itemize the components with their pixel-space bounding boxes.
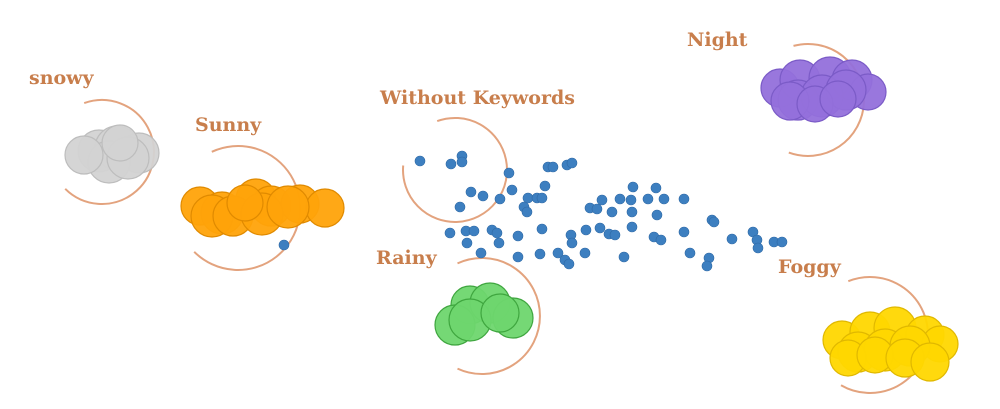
scatter-point <box>651 209 663 221</box>
cluster-circle <box>266 185 310 229</box>
scatter-point <box>708 216 720 228</box>
scatter-point <box>414 155 426 167</box>
scatter-point <box>465 186 477 198</box>
scatter-point <box>596 194 608 206</box>
label-sunny: Sunny <box>195 114 262 136</box>
scatter-point <box>506 184 518 196</box>
cluster-snowy-circles <box>64 124 160 184</box>
arc-rainy <box>457 257 541 375</box>
scatter-point <box>563 258 575 270</box>
scatter-point <box>547 161 559 173</box>
cluster-circle <box>819 80 857 118</box>
scatter-point <box>491 227 503 239</box>
scatter-point <box>445 158 457 170</box>
scatter-point <box>625 194 637 206</box>
scatter-point <box>726 233 738 245</box>
cluster-sunny-circles <box>180 178 345 238</box>
scatter-point <box>566 237 578 249</box>
scatter-point <box>579 247 591 259</box>
scatter-point <box>678 193 690 205</box>
scatter-point <box>494 193 506 205</box>
scatter-point <box>594 222 606 234</box>
scatter-point <box>642 193 654 205</box>
scatter-point <box>534 248 546 260</box>
label-rainy: Rainy <box>376 247 437 269</box>
scatter-point <box>512 251 524 263</box>
scatter-point <box>684 247 696 259</box>
scatter-point <box>678 226 690 238</box>
scatter-point <box>521 206 533 218</box>
scatter-point <box>701 260 713 272</box>
cluster-circle <box>305 188 345 228</box>
scatter-point <box>609 229 621 241</box>
cluster-night-circles <box>760 56 887 123</box>
scatter-point <box>626 221 638 233</box>
scatter-point <box>580 224 592 236</box>
scatter-point <box>752 242 764 254</box>
scatter-point <box>591 203 603 215</box>
cluster-circle <box>64 135 104 175</box>
scatter-point <box>456 156 468 168</box>
scatter-point <box>468 225 480 237</box>
label-night: Night <box>687 29 748 51</box>
scatter-point <box>627 181 639 193</box>
scatter-point <box>539 180 551 192</box>
cluster-rainy-circles <box>434 282 534 346</box>
scatter-points-without-keywords <box>278 150 788 272</box>
scatter-point <box>650 182 662 194</box>
scatter-point <box>614 193 626 205</box>
cluster-circle <box>101 124 139 162</box>
cluster-circle <box>480 293 520 333</box>
scatter-point <box>536 192 548 204</box>
cluster-foggy-circles <box>822 306 959 382</box>
scatter-point <box>626 206 638 218</box>
scatter-point <box>512 230 524 242</box>
scatter-point <box>444 227 456 239</box>
cluster-circle <box>226 184 264 222</box>
scatter-point <box>503 167 515 179</box>
scatter-point <box>493 237 505 249</box>
scatter-point <box>475 247 487 259</box>
label-without-keywords: Without Keywords <box>380 87 575 109</box>
scatter-point <box>552 247 564 259</box>
scatter-point <box>606 206 618 218</box>
scatter-point <box>655 234 667 246</box>
label-foggy: Foggy <box>778 256 841 278</box>
label-snowy: snowy <box>29 67 94 89</box>
scatter-point <box>536 223 548 235</box>
scatter-point <box>461 237 473 249</box>
scatter-point <box>658 193 670 205</box>
scatter-point <box>566 157 578 169</box>
cluster-circle <box>910 342 950 382</box>
scatter-point <box>454 201 466 213</box>
scatter-point <box>776 236 788 248</box>
scatter-point <box>278 239 290 251</box>
scatter-point <box>477 190 489 202</box>
scatter-point <box>522 192 534 204</box>
scatter-point <box>618 251 630 263</box>
